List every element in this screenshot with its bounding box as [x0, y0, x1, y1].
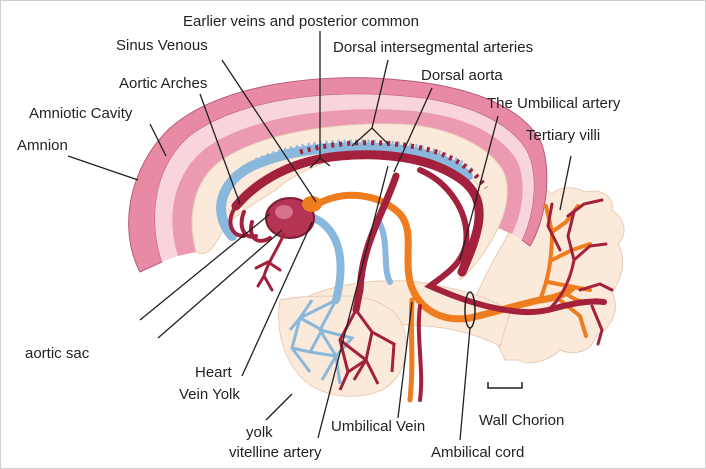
label-aortic-arches: Aortic Arches [119, 75, 207, 93]
sinus-venosus-shape [302, 196, 322, 212]
umbilical-vein-blue-branch [378, 220, 390, 282]
yolk-vein-trunk [314, 218, 341, 300]
label-amniotic-cavity: Amniotic Cavity [29, 105, 132, 123]
label-umbilical-vein: Umbilical Vein [331, 418, 425, 436]
label-ambilical-cord: Ambilical cord [431, 444, 524, 462]
label-tertiary-villi: Tertiary villi [526, 127, 600, 145]
label-earlier-veins: Earlier veins and posterior common [183, 13, 419, 31]
label-vein-yolk: Vein Yolk [179, 386, 240, 404]
umbilical-cord-red [419, 306, 421, 400]
label-dorsal-intersegmental: Dorsal intersegmental arteries [333, 39, 533, 57]
label-yolk: yolk [246, 424, 273, 442]
label-sinus-venous: Sinus Venous [116, 37, 208, 55]
label-vitelline-artery: vitelline artery [229, 444, 322, 462]
label-amnion: Amnion [17, 137, 68, 155]
heart-highlight [275, 205, 293, 219]
label-dorsal-aorta: Dorsal aorta [421, 67, 503, 85]
leader-ambilical-cord [460, 328, 470, 440]
label-umbilical-artery: The Umbilical artery [487, 95, 620, 113]
label-wall-chorion: Wall Chorion [479, 412, 564, 430]
wall-chorion-bracket [488, 382, 522, 388]
label-heart: Heart [195, 364, 232, 382]
leader-amnion [68, 156, 138, 180]
label-aortic-sac: aortic sac [25, 345, 89, 363]
leader-yolk [266, 394, 292, 420]
